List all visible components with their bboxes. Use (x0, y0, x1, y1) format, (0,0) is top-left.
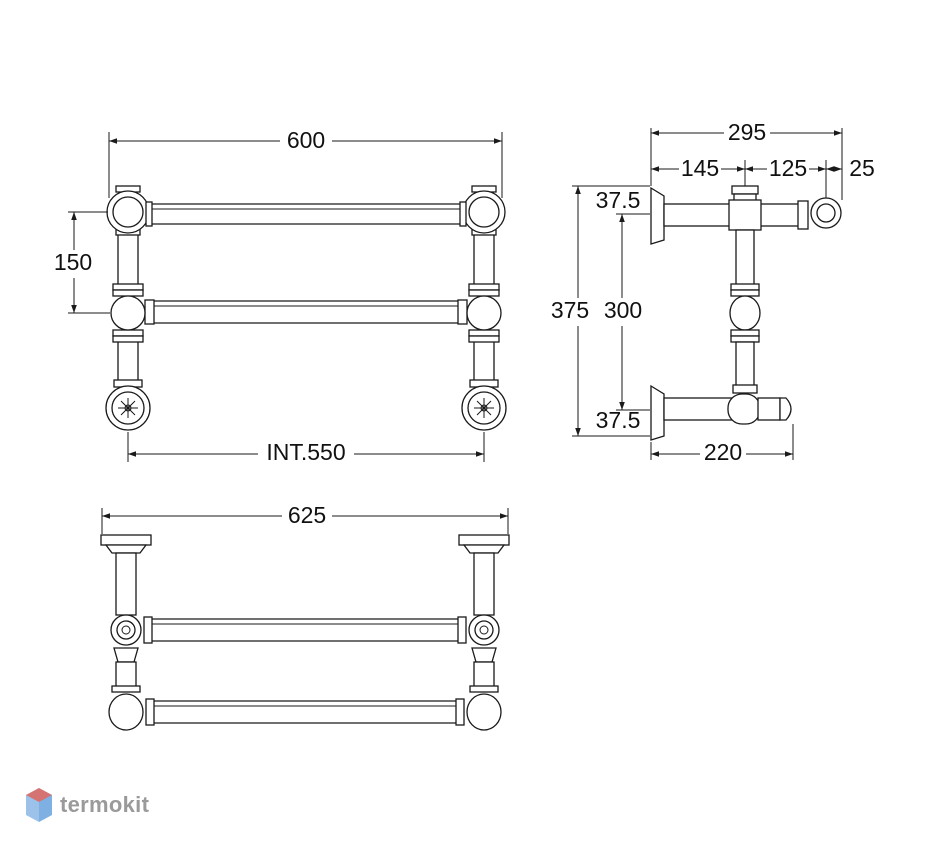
top-view: 625 (100, 502, 510, 731)
brand-logo-text: termokit (60, 792, 150, 817)
front-view: 600 150 INT.550 (50, 127, 507, 468)
side-view: 295 145 125 25 375 (548, 119, 877, 468)
dim-front-rail-spacing: 150 (50, 211, 110, 314)
label-300: 300 (604, 297, 642, 323)
dim-front-internal: INT.550 (127, 432, 485, 468)
brand-logo-icon (26, 788, 52, 822)
label-37-5-bottom: 37.5 (596, 407, 641, 433)
label-37-5-top: 37.5 (596, 187, 641, 213)
label-625: 625 (288, 502, 326, 528)
label-150: 150 (54, 249, 92, 275)
dim-side-depth-breakdown: 145 125 25 (651, 155, 877, 198)
label-145: 145 (681, 155, 719, 181)
front-right-post (459, 185, 507, 431)
label-25: 25 (849, 155, 875, 181)
label-375: 375 (551, 297, 589, 323)
dim-side-height-total: 375 (548, 185, 650, 437)
dim-side-total-depth: 295 (650, 119, 843, 200)
label-295: 295 (728, 119, 766, 145)
label-int-550: INT.550 (266, 439, 345, 465)
dim-side-bottom-depth: 220 (650, 424, 794, 468)
brand-logo: termokit (24, 786, 149, 824)
label-600: 600 (287, 127, 325, 153)
label-220: 220 (704, 439, 742, 465)
dim-top-view-width: 625 (101, 502, 509, 534)
dim-front-width: 600 (108, 127, 503, 198)
label-125: 125 (769, 155, 807, 181)
dim-side-offsets: 37.5 37.5 (596, 187, 641, 433)
dim-side-height-rails: 300 (600, 213, 650, 411)
